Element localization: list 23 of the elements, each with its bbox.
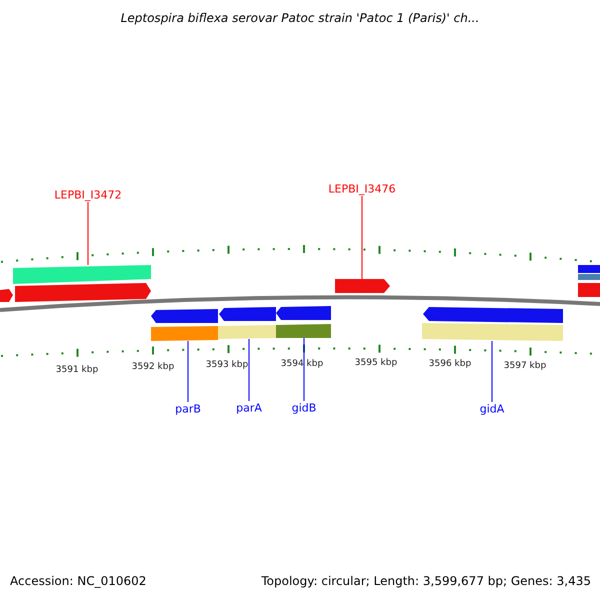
scale-label: 3592 kbp <box>132 362 174 372</box>
scale-label: 3596 kbp <box>428 359 472 369</box>
scale-label: 3593 kbp <box>206 360 248 370</box>
gene-segment <box>422 323 563 341</box>
scale-label: 3597 kbp <box>504 361 546 371</box>
scale-label: 3591 kbp <box>56 365 98 375</box>
gene-segment <box>151 326 218 341</box>
gene-segment <box>276 324 331 338</box>
gene-label: parA <box>236 402 262 414</box>
gene-label: gidB <box>292 402 316 414</box>
gene-label: gidA <box>480 402 504 416</box>
gene-label: LEPBI_I3472 <box>54 188 122 202</box>
gene-segment <box>218 325 276 339</box>
footer-text: Accession: NC_010602 <box>10 574 146 588</box>
gene-label: LEPBI_I3476 <box>328 182 396 196</box>
gene-segment <box>335 279 390 293</box>
scale-label: 3594 kbp <box>280 359 324 369</box>
gene-segment <box>13 265 151 284</box>
leader-line <box>248 338 250 402</box>
scale-label: 3595 kbp <box>354 358 398 368</box>
diagram-title: Leptospira biflexa serovar Patoc strain 'Patoc 1 (Paris)' ch... <box>120 11 480 25</box>
footer-text: Topology: circular; Length: 3,599,677 bp; Genes: 3,435 <box>261 574 591 588</box>
gene-label: parB <box>175 402 201 416</box>
